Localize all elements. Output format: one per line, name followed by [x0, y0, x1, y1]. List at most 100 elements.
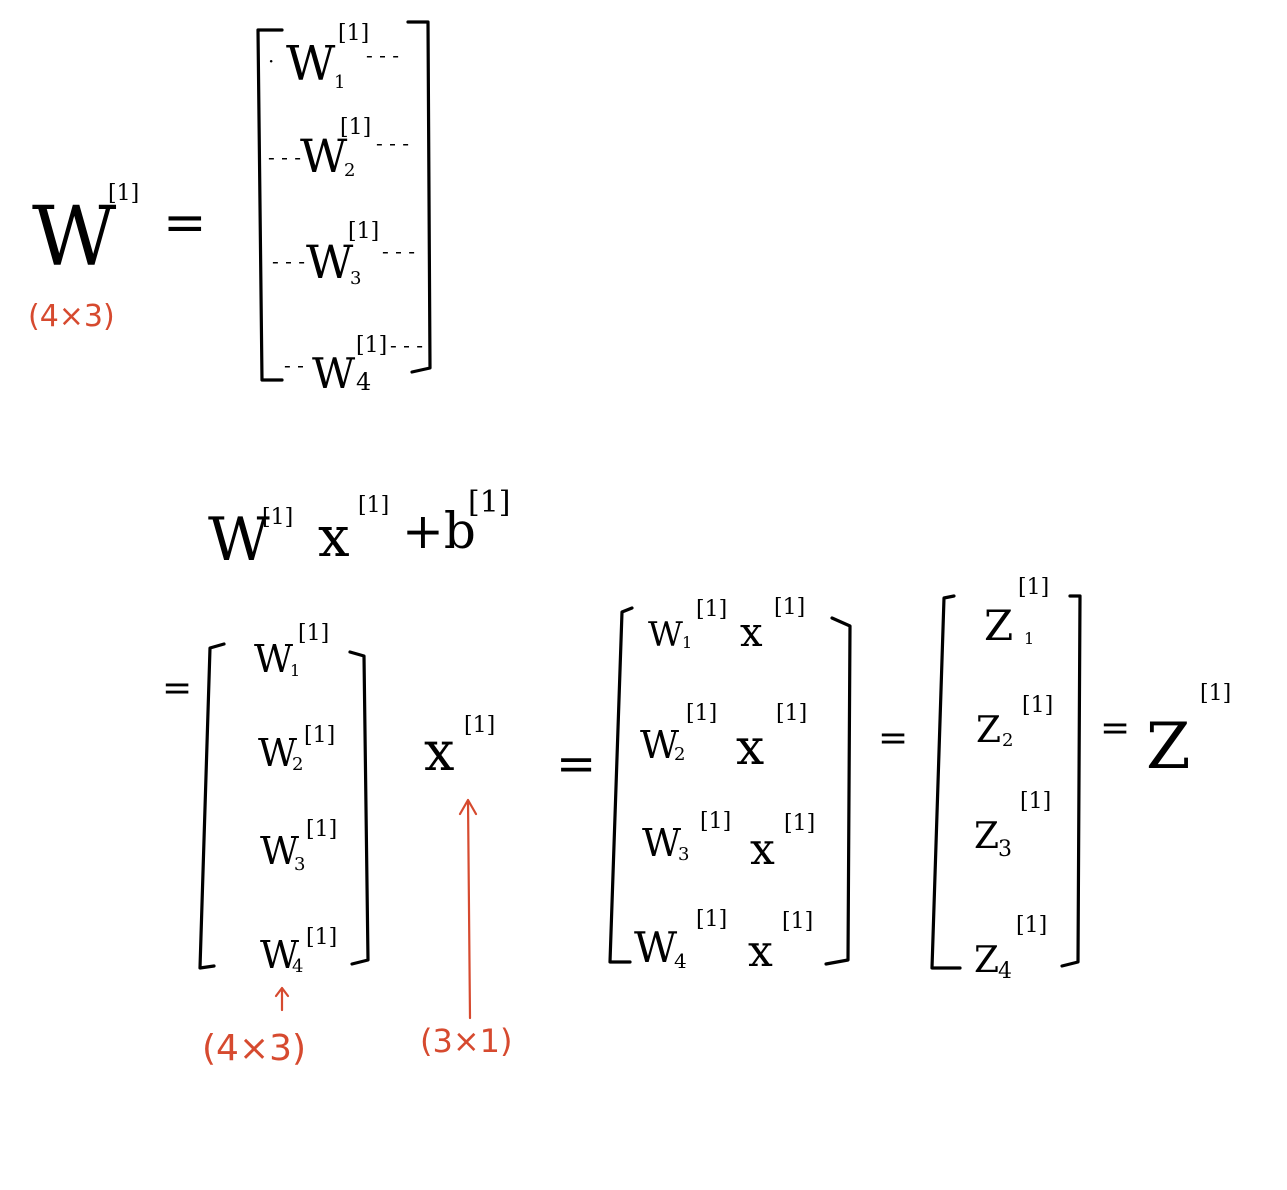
- top-lhs-w: W: [32, 190, 117, 285]
- z-matrix-row-4: Z 4 [1]: [974, 913, 1047, 984]
- w-symbol: W: [260, 933, 299, 977]
- row-right-dots: - - -: [382, 239, 415, 263]
- product-row-4: W 4 [1] x [1]: [634, 907, 813, 977]
- z-superscript: [1]: [1016, 913, 1047, 938]
- top-lhs-shape-annotation: (4×3): [28, 299, 115, 334]
- z-symbol: Z: [974, 940, 999, 981]
- bottom-equals-1: =: [162, 668, 192, 709]
- row-subscript: 2: [344, 160, 355, 181]
- bottom-equals-2: =: [556, 736, 596, 792]
- z-superscript: [1]: [1018, 575, 1049, 600]
- row-subscript: 3: [350, 268, 361, 289]
- top-matrix-left-bracket: [256, 28, 284, 382]
- row-left-dots: - - -: [268, 145, 301, 169]
- row-left-dots: - - -: [272, 249, 305, 273]
- top-equation: W [1] = (4×3) · W 1 [1] - - - - - - W 2 …: [28, 20, 432, 398]
- expr-x-superscript: [1]: [358, 493, 389, 518]
- row-w-symbol: W: [306, 235, 354, 289]
- z-symbol: Z: [974, 816, 999, 857]
- product-w-superscript: [1]: [686, 701, 717, 726]
- w-symbol: W: [260, 829, 299, 873]
- product-matrix-left-bracket: [608, 606, 634, 964]
- expr-w: W: [208, 505, 270, 575]
- z-subscript: 3: [998, 837, 1012, 862]
- bottom-equals-4: =: [1100, 708, 1130, 749]
- top-matrix-row-1: · W 1 [1] - - -: [268, 21, 399, 93]
- z-symbol: Z: [984, 601, 1013, 650]
- product-row-3: W 3 [1] x [1]: [642, 809, 815, 875]
- product-x-superscript: [1]: [784, 811, 815, 836]
- row-subscript: 1: [334, 72, 345, 93]
- product-x: x: [750, 824, 775, 875]
- top-matrix-right-bracket: [406, 20, 432, 374]
- bottom-equation: = W 1 [1] W 2 [1] W 3 [1] W 4 [1] x [1] …: [162, 575, 1231, 1069]
- row-left-dots: - -: [284, 353, 304, 377]
- product-row-1: W 1 [1] x [1]: [648, 595, 805, 656]
- z-result-superscript: [1]: [1200, 681, 1231, 706]
- z-matrix-left-bracket: [930, 594, 962, 970]
- top-matrix-row-3: - - - W 3 [1] - - -: [272, 219, 415, 289]
- w-matrix-left-bracket: [198, 642, 226, 970]
- z-matrix-row-1: Z 1 [1]: [984, 575, 1049, 650]
- product-w: W: [648, 615, 683, 655]
- w-symbol: W: [254, 637, 293, 681]
- linear-expression: W [1] x [1] +b [1]: [208, 485, 511, 575]
- top-equals-sign: =: [163, 193, 207, 253]
- expr-w-superscript: [1]: [262, 505, 293, 530]
- x-vector-superscript: [1]: [464, 713, 495, 738]
- z-matrix-right-bracket: [1060, 594, 1082, 968]
- row-right-dots: - - -: [366, 43, 399, 67]
- z-superscript: [1]: [1020, 789, 1051, 814]
- z-matrix-row-3: Z 3 [1]: [974, 789, 1051, 862]
- bottom-equals-3: =: [878, 718, 908, 759]
- row-left-dots: ·: [268, 49, 274, 73]
- z-superscript: [1]: [1022, 693, 1053, 718]
- w-superscript: [1]: [306, 925, 337, 950]
- row-w-symbol: W: [286, 36, 336, 92]
- product-x-superscript: [1]: [776, 701, 807, 726]
- product-x: x: [736, 718, 764, 776]
- product-w-subscript: 4: [674, 949, 687, 973]
- product-w: W: [640, 723, 679, 767]
- product-w-superscript: [1]: [696, 907, 727, 932]
- z-subscript: 4: [998, 959, 1012, 984]
- row-w-symbol: W: [300, 129, 348, 183]
- product-x: x: [748, 926, 773, 977]
- w-shape-arrow: [274, 986, 290, 1012]
- product-x-superscript: [1]: [782, 909, 813, 934]
- top-matrix-row-4: - - W 4 [1] - - -: [284, 333, 423, 398]
- x-shape-arrow: [458, 798, 478, 1020]
- product-x: x: [740, 610, 763, 656]
- row-subscript: 4: [356, 368, 371, 396]
- w-subscript: 3: [294, 854, 305, 875]
- z-matrix-row-2: Z 2 [1]: [976, 693, 1053, 751]
- row-right-dots: - - -: [390, 333, 423, 357]
- z-result-symbol: Z: [1146, 710, 1190, 784]
- product-w: W: [642, 821, 681, 865]
- w-symbol: W: [258, 731, 297, 775]
- expr-x: x: [318, 505, 350, 570]
- product-w: W: [634, 923, 678, 972]
- row-superscript: [1]: [348, 219, 379, 244]
- w-matrix-row-2: W 2 [1]: [258, 723, 335, 775]
- w-matrix-row-4: W 4 [1]: [260, 925, 337, 977]
- product-matrix-right-bracket: [824, 616, 852, 966]
- w-superscript: [1]: [298, 621, 329, 646]
- expr-plus-b: +b: [402, 502, 476, 560]
- row-w-symbol: W: [312, 349, 356, 398]
- w-subscript: 2: [292, 754, 303, 775]
- product-w-superscript: [1]: [696, 597, 727, 622]
- product-x-superscript: [1]: [774, 595, 805, 620]
- product-w-superscript: [1]: [700, 809, 731, 834]
- w-subscript: 1: [290, 661, 300, 680]
- w-superscript: [1]: [304, 723, 335, 748]
- x-vector-symbol: x: [424, 720, 454, 783]
- x-shape-annotation: (3×1): [420, 1022, 513, 1060]
- z-subscript: 2: [1002, 730, 1013, 751]
- row-superscript: [1]: [356, 333, 387, 358]
- top-matrix-row-2: - - - W 2 [1] - - -: [268, 115, 409, 183]
- row-superscript: [1]: [338, 21, 369, 46]
- w-superscript: [1]: [306, 817, 337, 842]
- w-shape-annotation: (4×3): [202, 1028, 306, 1069]
